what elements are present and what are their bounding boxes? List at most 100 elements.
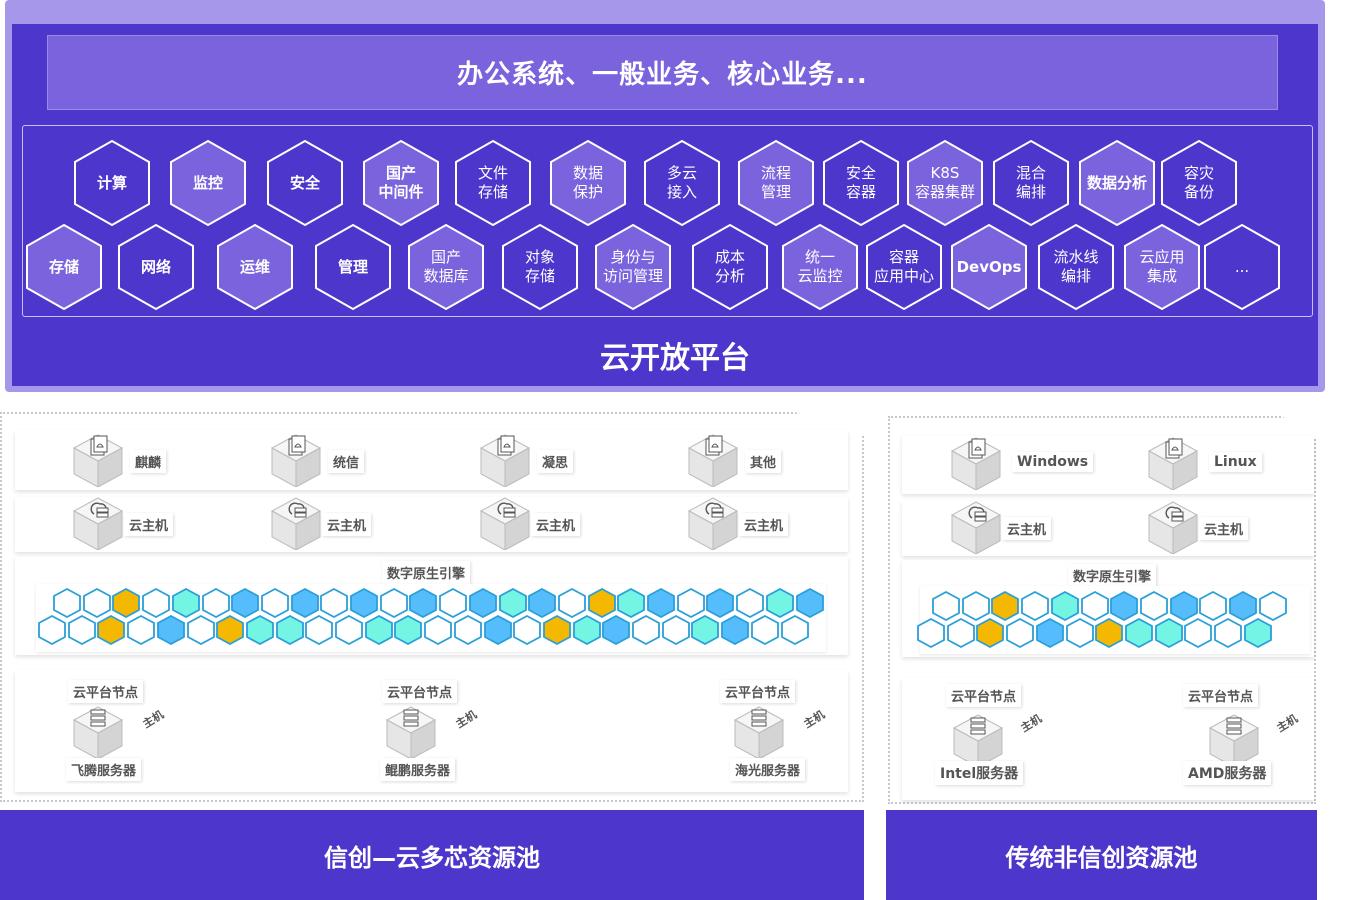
hexagon-icon (408, 223, 484, 311)
service-label: 数据分析 (1086, 173, 1147, 192)
engine-hex-cell (513, 614, 542, 646)
engine-hex-cell (320, 587, 349, 619)
service-label: 成本分析 (714, 248, 745, 285)
service-hex: 运维 (216, 223, 294, 311)
engine-hex-cell (1243, 617, 1272, 649)
engine-hex-cell (53, 587, 81, 619)
vm-label: 云主机 (1199, 517, 1249, 540)
engine-hex-cell (335, 614, 363, 646)
service-hex: 文件存储 (454, 139, 532, 227)
service-hex: 身份与访问管理 (594, 223, 672, 311)
xinchuang-pool-frame (0, 412, 864, 802)
cloud-host-icon (687, 497, 739, 550)
engine-hex-cell (245, 614, 274, 646)
engine-hex-cell (661, 614, 690, 646)
service-hex: 监控 (169, 139, 247, 227)
hexagon-icon (217, 223, 293, 311)
os-cube-icon (950, 437, 1002, 490)
hexagon-icon (74, 139, 150, 227)
engine-hex-cell (201, 587, 230, 619)
engine-hex-cell (156, 614, 185, 646)
engine-hex-cell (750, 614, 779, 646)
hexagon-icon (951, 223, 1027, 311)
engine-hex-cell (765, 587, 794, 619)
service-hex: 流水线编排 (1037, 223, 1115, 311)
hexagon-icon (1204, 223, 1280, 311)
engine-hex-cell (38, 614, 66, 646)
service-label: 监控 (192, 173, 223, 192)
server-cube-icon (385, 706, 437, 759)
os-label: 麒麟 (130, 450, 167, 473)
server-label: 飞腾服务器 (66, 758, 142, 781)
hexagon-icon (550, 139, 626, 227)
service-hex: 数据分析 (1078, 139, 1156, 227)
engine-hex-cell (1229, 590, 1257, 622)
os-cube-icon (72, 434, 124, 487)
engine-hex-cell (572, 614, 601, 646)
engine-hex-cell (290, 587, 319, 619)
service-label: 安全容器 (845, 164, 876, 201)
cloud-host-icon (270, 497, 322, 550)
engine-hex-cell (617, 587, 646, 619)
service-label: 容器应用中心 (873, 248, 934, 285)
vm-label: 云主机 (1002, 517, 1052, 540)
os-label: 其他 (745, 450, 782, 473)
hexagon-icon (502, 223, 578, 311)
service-label: 流水线编排 (1053, 248, 1099, 285)
service-hex: 对象存储 (501, 223, 579, 311)
node-label: 云平台节点 (382, 680, 458, 703)
hexagon-icon (363, 139, 439, 227)
engine-hex-cell (394, 614, 423, 646)
service-label: 文件存储 (477, 164, 508, 201)
engine-hex-cell (917, 617, 945, 649)
os-cube-icon (479, 434, 531, 487)
engine-hex-cell (795, 587, 824, 619)
engine-hex-cell (1095, 617, 1124, 649)
service-label: 容灾备份 (1183, 164, 1214, 201)
engine-hex-cell (1124, 617, 1153, 649)
os-label: Linux (1209, 452, 1262, 472)
hexagon-icon (1124, 223, 1200, 311)
engine-label: 数字原生引擎 (382, 561, 471, 584)
hexagon-icon (1079, 139, 1155, 227)
vm-label: 云主机 (322, 513, 372, 536)
server-cube-icon (72, 706, 124, 759)
engine-hex-cell (1050, 590, 1079, 622)
service-hex: 安全容器 (822, 139, 900, 227)
hexagon-icon (782, 223, 858, 311)
engine-hex-cell (1169, 590, 1198, 622)
service-hex: 成本分析 (691, 223, 769, 311)
engine-hex-cell (498, 587, 527, 619)
server-cube-icon (733, 706, 785, 759)
engine-hex-cell (1021, 590, 1049, 622)
hexagon-icon (738, 139, 814, 227)
hexagon-icon (26, 223, 102, 311)
engine-hex-cell (424, 614, 452, 646)
engine-hex-cell (1065, 617, 1094, 649)
node-label: 云平台节点 (1183, 684, 1259, 707)
service-hex: 管理 (314, 223, 392, 311)
service-label: 多云接入 (666, 164, 697, 201)
engine-hex-cell (483, 614, 512, 646)
vm-label: 云主机 (531, 513, 581, 536)
service-hex: 数据保护 (549, 139, 627, 227)
engine-hex-cell (305, 614, 334, 646)
cloud-host-icon (479, 497, 531, 550)
engine-hex-cell (961, 590, 990, 622)
service-label: ... (1234, 257, 1250, 276)
service-label: 流程管理 (760, 164, 791, 201)
service-hex: 统一云监控 (781, 223, 859, 311)
traditional-pool-title: 传统非信创资源池 (886, 810, 1317, 900)
hexagon-icon (595, 223, 671, 311)
service-hex: 流程管理 (737, 139, 815, 227)
service-label: 国产数据库 (423, 248, 469, 285)
engine-hex-cell (231, 587, 260, 619)
engine-hex-cell (691, 614, 720, 646)
engine-hex-cell (587, 587, 616, 619)
engine-hex-cell (1006, 617, 1034, 649)
service-label: 计算 (96, 173, 127, 192)
os-label: 统信 (328, 450, 365, 473)
service-hex: 容器应用中心 (865, 223, 943, 311)
engine-hex-cell (364, 614, 393, 646)
